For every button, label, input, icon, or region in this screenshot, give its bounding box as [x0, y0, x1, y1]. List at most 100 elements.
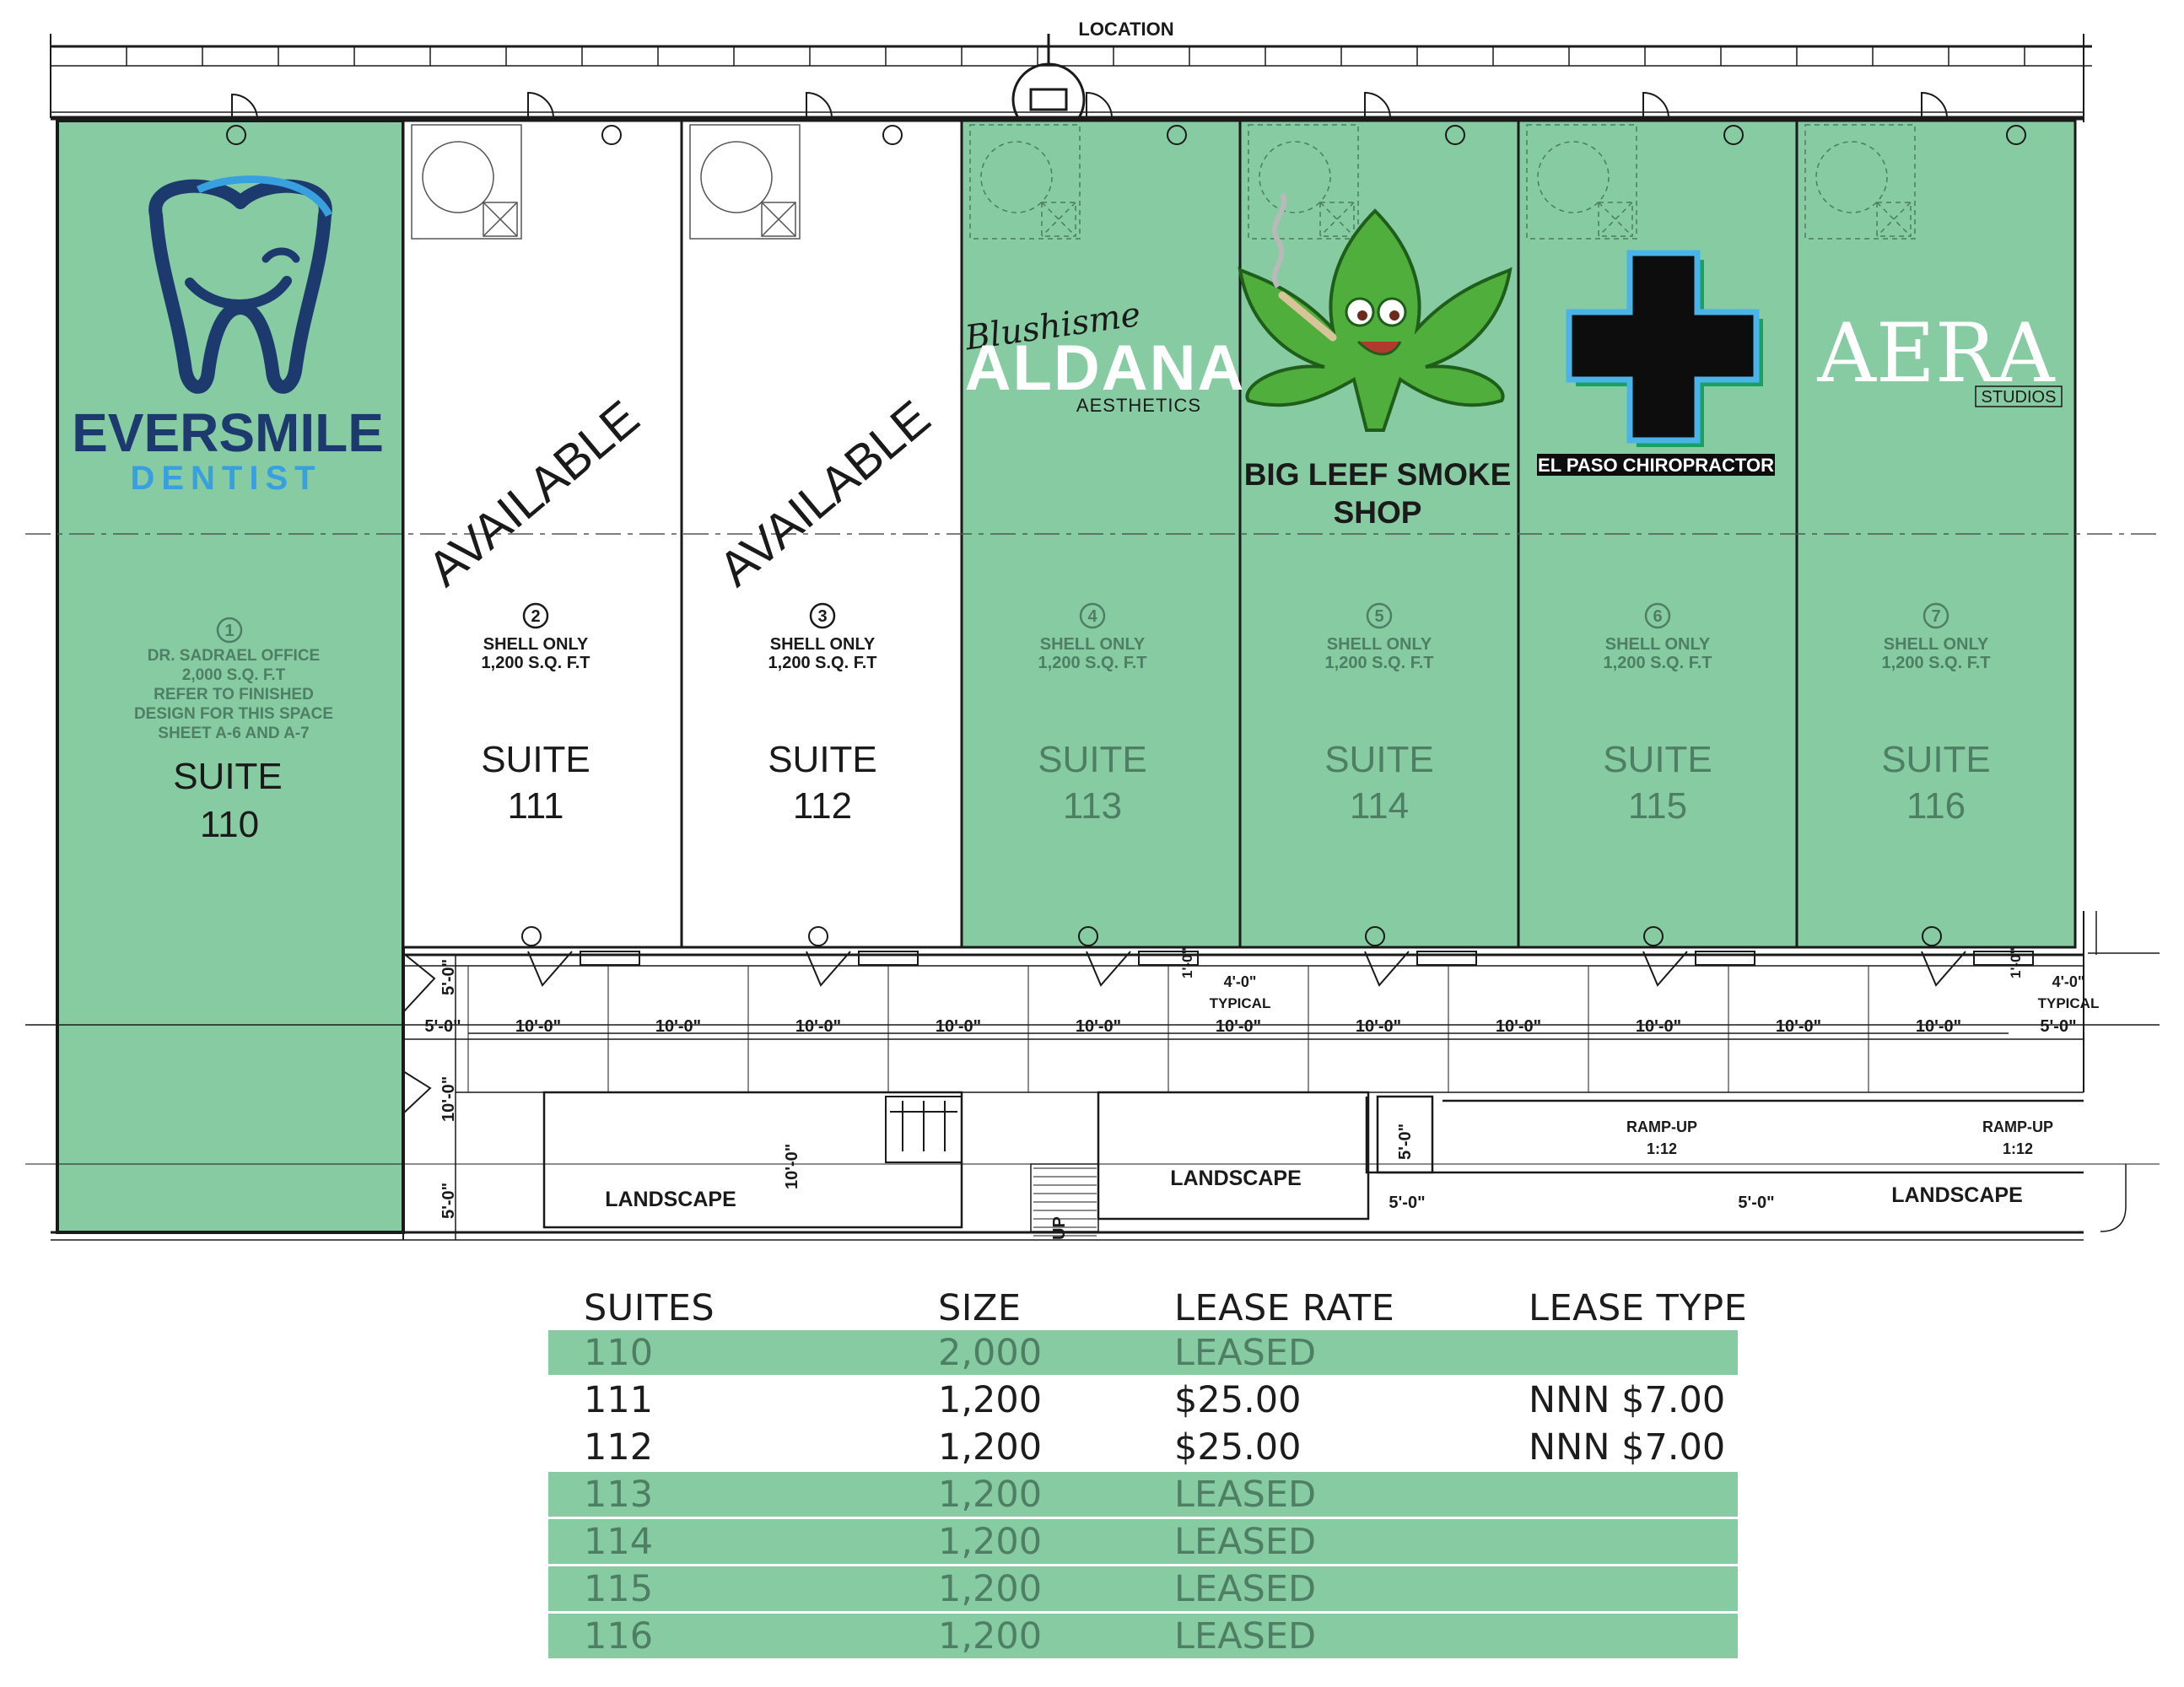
cell-size: 1,200	[938, 1567, 1043, 1610]
suite-115-label: SUITE	[1603, 739, 1712, 780]
unit-number-bubble	[809, 602, 836, 629]
cell-lease-rate: LEASED	[1174, 1473, 1317, 1516]
suite-note-line: SHELL ONLY	[770, 635, 876, 654]
suite-110-label: SUITE	[173, 756, 283, 797]
cell-size: 1,200	[938, 1378, 1043, 1421]
cell-lease-rate: LEASED	[1174, 1331, 1317, 1374]
suite-note-line: REFER TO FINISHED	[154, 686, 314, 703]
suite-116-number: 116	[1906, 785, 1966, 827]
tenant-subname-studios: STUDIOS	[1982, 388, 2057, 407]
suite-113-label: SUITE	[1038, 739, 1147, 780]
grid-bubble	[226, 125, 246, 145]
cell-lease-rate: LEASED	[1174, 1567, 1317, 1610]
suite-114-number: 114	[1350, 785, 1409, 827]
suite-note-line: 1,200 S.Q. F.T	[768, 654, 877, 672]
header-lease-type: LEASE TYPE	[1529, 1287, 1748, 1329]
cell-size: 1,200	[938, 1426, 1043, 1469]
restroom-fixture-icon	[689, 124, 801, 240]
grid-bubble	[2006, 125, 2026, 145]
door-icon	[806, 91, 919, 987]
suite-113-number: 113	[1063, 785, 1122, 827]
dimension-text: 10'-0"	[1356, 1017, 1401, 1036]
tenant-name-eversmile: EVERSMILE	[72, 402, 384, 463]
dimension-text: 10'-0"	[1636, 1017, 1681, 1036]
dimension-text: 5'-0"	[424, 1017, 461, 1036]
tenant-name-aldana: ALDANA	[965, 332, 1246, 404]
unit-number: 1	[224, 622, 234, 640]
dimension-text: 10'-0"	[1496, 1017, 1541, 1036]
restroom-fixture-icon	[1248, 124, 1359, 240]
door-icon	[1921, 91, 2034, 987]
dim-vertical-10ft-2: 10'-0"	[783, 1144, 801, 1189]
stair-up-label: UP	[1050, 1216, 1069, 1240]
restroom-fixture-icon	[1526, 124, 1637, 240]
restroom-fixture-icon	[1804, 124, 1916, 240]
restroom-fixture-icon	[969, 124, 1081, 240]
tenant-subname-aesthetics: AESTHETICS	[1076, 395, 1201, 416]
unit-number-bubble	[522, 602, 549, 629]
suite-note-line: 1,200 S.Q. F.T	[482, 654, 590, 672]
dim-vertical-1ft-1: 1'-0"	[1179, 947, 1195, 978]
dimension-text: 10'-0"	[1076, 1017, 1121, 1036]
landscape-label-2: LANDSCAPE	[1170, 1167, 1302, 1190]
dimension-row: 10'-0" 10'-0" 10'-0" 10'-0" 10'-0" 10'-0" 10'-…	[424, 966, 2077, 1092]
cell-lease-rate: LEASED	[1174, 1614, 1317, 1657]
tenant-name-bar	[1537, 454, 1775, 476]
grid-bubble	[1723, 125, 1744, 145]
tenant-name-aera: AERA	[1816, 306, 2056, 401]
suite-111-number: 111	[508, 785, 564, 827]
cell-size: 1,200	[938, 1614, 1043, 1657]
tooth-logo-icon	[148, 175, 333, 394]
dimension-text: 10'-0"	[795, 1017, 841, 1036]
grid-bubble	[1643, 926, 1664, 946]
grid-bubble	[808, 926, 828, 946]
typical-label-2: TYPICAL	[2038, 995, 2100, 1011]
top-grid-ticks	[50, 46, 2025, 66]
suite-note-line: SHELL ONLY	[1040, 635, 1146, 654]
suite-115-number: 115	[1628, 785, 1687, 827]
unit-number-bubble	[216, 617, 243, 644]
cell-suite: 111	[584, 1378, 654, 1421]
header-size: SIZE	[938, 1287, 1022, 1329]
grid-bubble	[521, 926, 542, 946]
dimension-text: 10'-0"	[1216, 1017, 1261, 1036]
north-boundary	[50, 34, 2092, 122]
site-floor-plan: LOCATION EVERSMILE DENTIST 1DR. SADRAEL …	[25, 19, 2160, 1241]
dim-vertical-10ft: 10'-0"	[439, 1076, 458, 1122]
unit-number: 2	[531, 607, 540, 626]
unit-number-bubble	[1366, 602, 1393, 629]
suite-112-label: SUITE	[768, 739, 877, 780]
dim-4ft-1: 4'-0"	[1224, 973, 1257, 990]
suite-note-line: 1,200 S.Q. F.T	[1882, 654, 1991, 672]
cell-suite: 113	[584, 1473, 654, 1516]
cell-lease-rate: $25.00	[1174, 1426, 1302, 1469]
suite-112-number: 112	[793, 785, 852, 827]
dimension-text: 10'-0"	[1776, 1017, 1821, 1036]
door-icon	[1086, 91, 1199, 987]
top-grid-bubbles	[226, 125, 2026, 145]
grid-bubble	[1365, 926, 1385, 946]
dimension-text: 5'-0"	[2040, 1017, 2076, 1036]
suite-note-line: SHELL ONLY	[1884, 635, 1989, 654]
door-icon	[231, 93, 436, 1114]
cell-lease-rate: LEASED	[1174, 1520, 1317, 1563]
suite-note-line: SHELL ONLY	[483, 635, 589, 654]
unit-number-bubble	[1644, 602, 1671, 629]
grid-bubble	[1167, 125, 1187, 145]
suite-110-number: 110	[200, 804, 259, 845]
suite-note-line: 1,200 S.Q. F.T	[1325, 654, 1434, 672]
cell-lease-type: NNN $7.00	[1529, 1378, 1726, 1421]
cell-size: 1,200	[938, 1520, 1043, 1563]
suite-note-line: SHEET A-6 AND A-7	[158, 725, 309, 742]
unit-number: 3	[817, 607, 827, 626]
tenant-subname-dentist: DENTIST	[130, 460, 321, 497]
suite-note-line: SHELL ONLY	[1605, 635, 1711, 654]
ramp-label-1: RAMP-UP	[1626, 1118, 1697, 1135]
location-label: LOCATION	[1078, 19, 1173, 40]
